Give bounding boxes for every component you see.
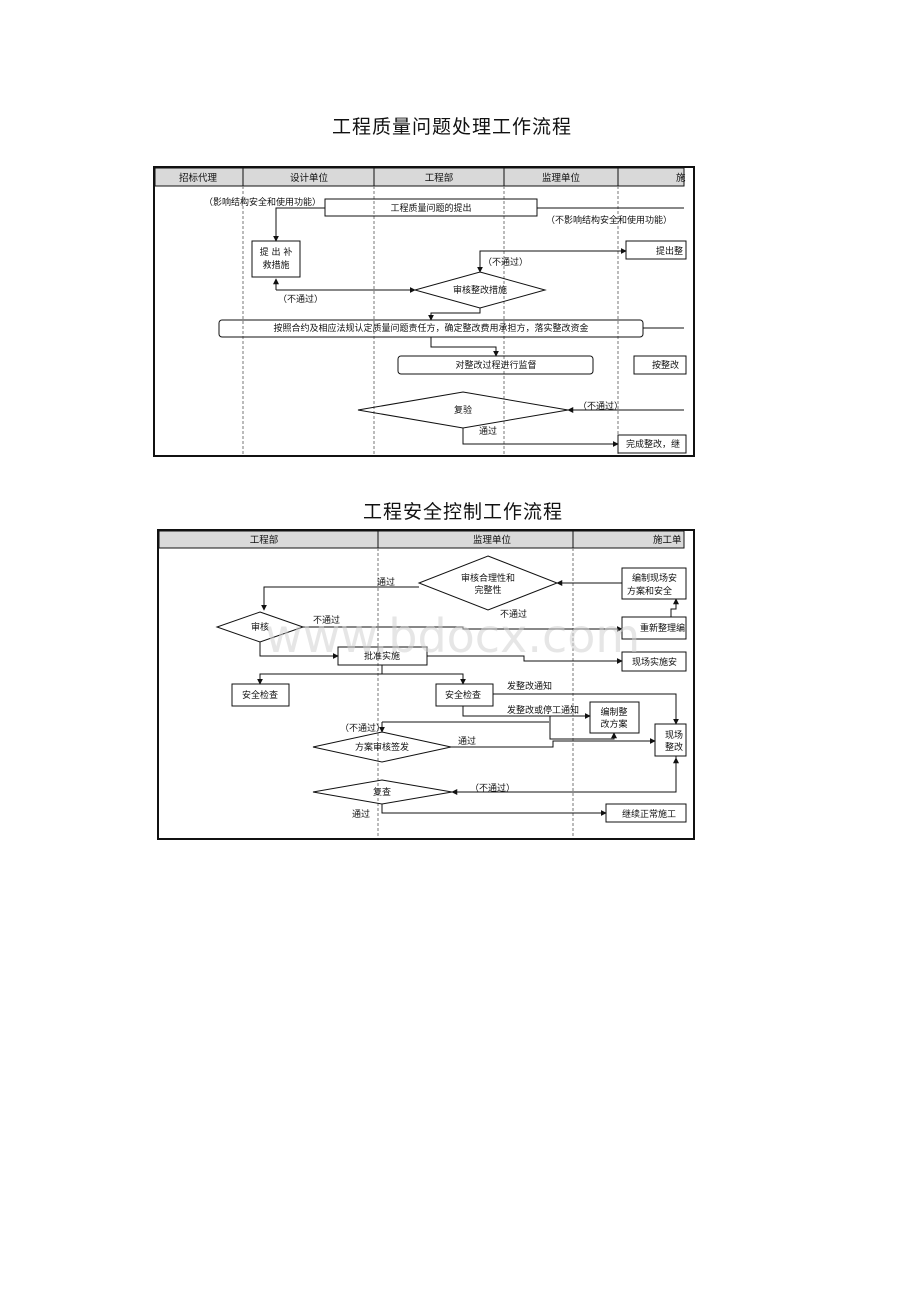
text-compile-1: 编制现场安 bbox=[632, 572, 677, 584]
flow1-lane-2: 设计单位 bbox=[290, 172, 329, 184]
text-review: 审核整改措施 bbox=[453, 284, 507, 296]
label-pass-c: 通过 bbox=[352, 808, 370, 820]
text-execute: 按整改 bbox=[652, 359, 679, 371]
text-supervise: 对整改过程进行监督 bbox=[455, 359, 536, 371]
flow2-lane-dividers bbox=[377, 548, 574, 838]
text-recheck: 复验 bbox=[454, 404, 472, 416]
text-recheck2: 复查 bbox=[373, 786, 391, 798]
text-remedy-1: 提 出 补 bbox=[260, 246, 293, 258]
flow2-frame bbox=[157, 529, 695, 840]
text-compile-2: 方案和安全 bbox=[627, 585, 672, 597]
text-site-1: 现场 bbox=[665, 730, 683, 741]
text-complete: 完成整改，继 bbox=[626, 438, 680, 450]
label-fail-b2: 不通过 bbox=[500, 608, 527, 620]
flow1-lane-4: 监理单位 bbox=[542, 172, 581, 184]
text-implement: 现场实施安 bbox=[632, 656, 677, 668]
text-audit: 审核 bbox=[251, 621, 269, 633]
text-site-2: 整改 bbox=[665, 741, 683, 753]
node-remedy bbox=[251, 240, 301, 278]
flow2-header-band bbox=[158, 530, 685, 549]
node-sign-diamond bbox=[312, 731, 452, 763]
text-sign: 方案审核签发 bbox=[355, 741, 409, 753]
watermark: www.bdocx.com bbox=[265, 609, 640, 663]
label-pass: 通过 bbox=[479, 425, 497, 437]
text-safety-b: 安全检查 bbox=[445, 689, 481, 701]
label-fail-a2: 不通过 bbox=[313, 614, 340, 626]
label-fail-c: （不通过） bbox=[578, 400, 623, 412]
flow1-header-band bbox=[154, 167, 685, 187]
node-verify-diamond bbox=[417, 555, 559, 611]
flow1-texts: 招标代理 设计单位 工程部 监理单位 施 工程质量问题的提出 提 出 补 救措施… bbox=[179, 172, 686, 450]
text-verify-2: 完整性 bbox=[474, 584, 501, 596]
label-notice-stop: 发整改或停工通知 bbox=[507, 704, 579, 716]
flow2-lane-1: 工程部 bbox=[250, 534, 279, 546]
text-draft-2: 改方案 bbox=[600, 718, 627, 730]
text-safety-a: 安全检查 bbox=[242, 689, 278, 701]
text-propose: 提出整 bbox=[656, 245, 683, 257]
label-notice: 发整改通知 bbox=[507, 680, 552, 692]
flow2-title: 工程安全控制工作流程 bbox=[362, 501, 563, 523]
label-pass-a: 通过 bbox=[377, 576, 395, 588]
label-fail-b: （不通过） bbox=[278, 293, 323, 305]
label-not-affects: （不影响结构安全和使用功能） bbox=[546, 214, 672, 226]
text-draft-1: 编制整 bbox=[600, 706, 627, 718]
label-fail-d: （不通过） bbox=[470, 782, 515, 794]
flow2-diagram bbox=[157, 529, 695, 840]
label-fail-c2: （不通过） bbox=[340, 722, 385, 734]
label-affects: （影响结构安全和使用功能） bbox=[204, 196, 321, 208]
node-execute bbox=[633, 355, 687, 375]
label-fail-a: （不通过） bbox=[483, 256, 528, 268]
flow2-lane-3: 施工单 bbox=[653, 534, 682, 546]
text-continue: 继续正常施工 bbox=[622, 808, 676, 820]
text-liability: 按照合约及相应法规认定质量问题责任方，确定整改费用承担方，落实整改资金 bbox=[273, 322, 588, 334]
text-verify-1: 审核合理性和 bbox=[461, 572, 515, 584]
flow1-diagram bbox=[153, 166, 695, 457]
text-approve: 批准实施 bbox=[364, 650, 400, 662]
text-remedy-2: 救措施 bbox=[262, 259, 289, 271]
label-pass-b: 通过 bbox=[458, 735, 476, 747]
flow1-title: 工程质量问题处理工作流程 bbox=[331, 116, 572, 138]
flow1-lane-1: 招标代理 bbox=[179, 172, 218, 184]
flow2-lane-2: 监理单位 bbox=[473, 534, 512, 546]
flow1-frame bbox=[153, 166, 695, 457]
text-raise-problem: 工程质量问题的提出 bbox=[390, 202, 471, 214]
flow1-lane-3: 工程部 bbox=[425, 172, 454, 184]
flow2-texts: 工程部 监理单位 施工单 审核合理性和 完整性 编制现场安 方案和安全 审核 重… bbox=[242, 534, 685, 820]
flow1-lane-5: 施 bbox=[676, 172, 686, 184]
text-reorganize: 重新整理编 bbox=[640, 622, 685, 634]
